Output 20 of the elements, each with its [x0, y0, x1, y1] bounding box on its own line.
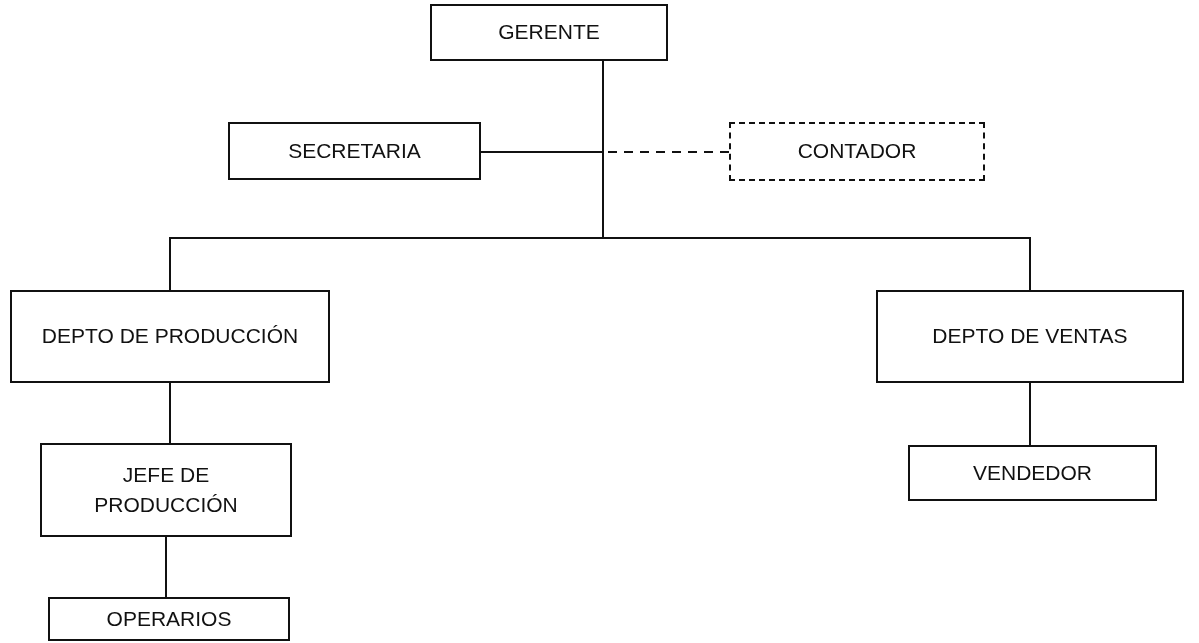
role-label: DEPTO DE PRODUCCIÓN: [41, 323, 299, 350]
role-label: CONTADOR: [797, 138, 917, 165]
role-label: OPERARIOS: [106, 605, 232, 632]
org-box: [228, 122, 481, 180]
connector-line: [165, 536, 167, 598]
org-box: [908, 445, 1157, 501]
org-box: [40, 443, 292, 537]
org-box: [10, 290, 330, 383]
role-label: VENDEDOR: [973, 459, 1092, 486]
org-box: [876, 290, 1184, 383]
org-box: [430, 4, 668, 61]
role-label: JEFE DE PRODUCCIÓN: [93, 461, 239, 518]
role-label: SECRETARIA: [288, 137, 421, 164]
org-box: [48, 597, 290, 641]
org-box: [729, 122, 985, 181]
connector-line: [1029, 382, 1031, 446]
role-label: DEPTO DE VENTAS: [932, 323, 1128, 350]
dashed-connector: [602, 60, 730, 153]
connector-line: [169, 382, 171, 444]
role-label: GERENTE: [498, 19, 600, 46]
